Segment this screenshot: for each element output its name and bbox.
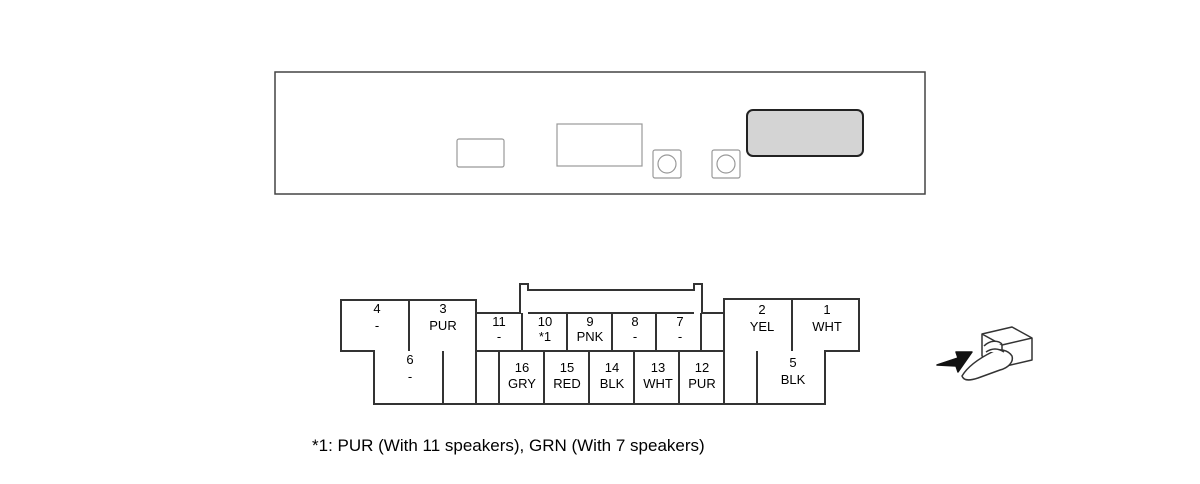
pin-14: 14 BLK <box>600 360 625 391</box>
pin-wire-color: - <box>678 329 682 344</box>
pin-wire-color: BLK <box>781 372 806 387</box>
pin-wire-color: *1 <box>539 329 551 344</box>
pin-number: 14 <box>605 360 619 375</box>
pin-number: 16 <box>515 360 529 375</box>
pin-3: 3 PUR <box>429 301 456 333</box>
pin-wire-color: GRY <box>508 376 536 391</box>
connector-port-icon <box>746 109 864 157</box>
pin-wire-color: YEL <box>750 319 775 334</box>
hand-pushing-connector-icon <box>936 326 1033 381</box>
pin-number: 4 <box>373 301 380 316</box>
pin-5: 5 BLK <box>781 355 806 387</box>
pin-1: 1 WHT <box>812 302 842 334</box>
pin-wire-color: RED <box>553 376 580 391</box>
jack-right-icon <box>711 149 741 179</box>
pin-6: 6 - <box>406 352 413 384</box>
pin-16: 16 GRY <box>508 360 536 391</box>
pin-wire-color: WHT <box>643 376 673 391</box>
pin-number: 13 <box>651 360 665 375</box>
jack-left-icon <box>652 149 682 179</box>
pin-10: 10 *1 <box>538 314 552 344</box>
pin-wire-color: PNK <box>577 329 604 344</box>
pin-7: 7 - <box>676 314 683 344</box>
pin-9: 9 PNK <box>577 314 604 344</box>
pin-wire-color: - <box>408 369 412 384</box>
pin-number: 7 <box>676 314 683 329</box>
pin-labels: 4 - 3 PUR 11 - 10 *1 9 PNK 8 - 7 - 2 YEL <box>373 301 841 391</box>
pin-number: 10 <box>538 314 552 329</box>
pin-wire-color: PUR <box>429 318 456 333</box>
pin-number: 11 <box>492 314 506 329</box>
pin-number: 2 <box>758 302 765 317</box>
pin-wire-color: BLK <box>600 376 625 391</box>
pin-8: 8 - <box>631 314 638 344</box>
pin-number: 12 <box>695 360 709 375</box>
pin-wire-color: - <box>375 318 379 333</box>
display-slot-icon <box>556 123 643 167</box>
pin-wire-color: - <box>497 329 501 344</box>
pin-11: 11 - <box>492 314 506 344</box>
pin-number: 8 <box>631 314 638 329</box>
pin-2: 2 YEL <box>750 302 775 334</box>
pin-number: 15 <box>560 360 574 375</box>
pin-number: 1 <box>823 302 830 317</box>
pin-wire-color: - <box>633 329 637 344</box>
pin-12: 12 PUR <box>688 360 715 391</box>
connector-face-icon <box>340 283 860 405</box>
small-slot-icon <box>456 138 505 168</box>
pin-number: 5 <box>789 355 796 370</box>
unit-front-view-icon <box>274 71 926 195</box>
pin-4: 4 - <box>373 301 380 333</box>
pin-15: 15 RED <box>553 360 580 391</box>
pin-number: 9 <box>586 314 593 329</box>
pin-wire-color: WHT <box>812 319 842 334</box>
pin-wire-color: PUR <box>688 376 715 391</box>
pin-number: 3 <box>439 301 446 316</box>
footnote-text: *1: PUR (With 11 speakers), GRN (With 7 … <box>312 436 705 455</box>
pin-13: 13 WHT <box>643 360 673 391</box>
pin-number: 6 <box>406 352 413 367</box>
